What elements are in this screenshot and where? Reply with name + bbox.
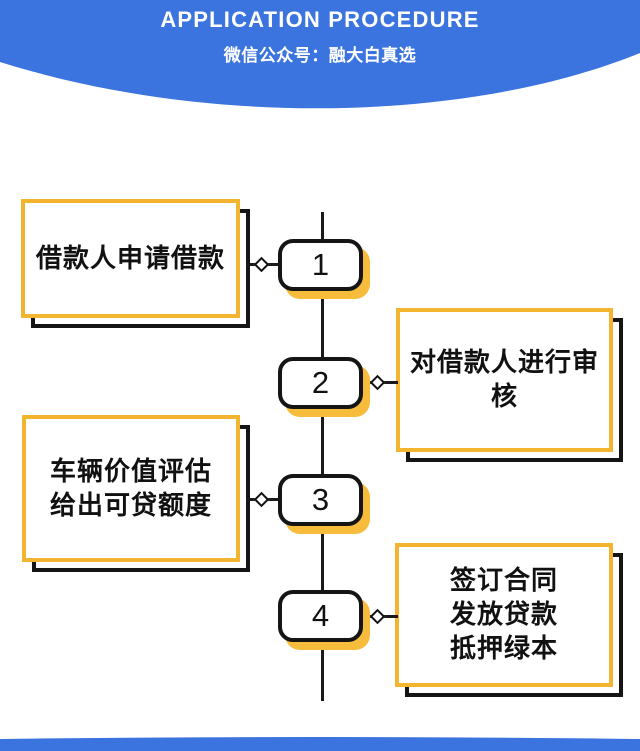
- timeline-spine: [321, 212, 324, 701]
- step-2-label: 对借款人进行审核: [409, 347, 599, 411]
- step-4-label: 签订合同 发放贷款 抵押绿本: [449, 565, 558, 663]
- step-4-box: 签订合同 发放贷款 抵押绿本: [395, 543, 613, 687]
- step-3-number: 3: [311, 482, 330, 517]
- step-4-number: 4: [311, 598, 330, 633]
- step-3-label: 车辆价值评估 给出可贷额度: [49, 455, 212, 520]
- diamond-connector-icon: [369, 608, 386, 625]
- diamond-connector-icon: [253, 256, 270, 273]
- step-1-number-node: 1: [278, 239, 363, 291]
- diamond-connector-icon: [369, 374, 386, 391]
- step-4-number-node: 4: [278, 590, 363, 642]
- wechat-account-subtitle: 微信公众号：融大白真选: [223, 46, 417, 65]
- step-2-number: 2: [311, 365, 330, 400]
- page-title: APPLICATION PROCEDURE: [160, 7, 480, 32]
- step-3-number-node: 3: [278, 474, 363, 526]
- step-1-box: 借款人申请借款: [21, 199, 240, 318]
- step-2-number-node: 2: [278, 357, 363, 409]
- header-curve-shape: [0, 0, 640, 109]
- step-3-box: 车辆价值评估 给出可贷额度: [22, 415, 240, 562]
- step-1-label: 借款人申请借款: [35, 242, 225, 273]
- footer-curve-shape: [0, 737, 640, 751]
- step-1-number: 1: [311, 247, 330, 282]
- diamond-connector-icon: [253, 491, 270, 508]
- step-2-box: 对借款人进行审核: [396, 308, 613, 452]
